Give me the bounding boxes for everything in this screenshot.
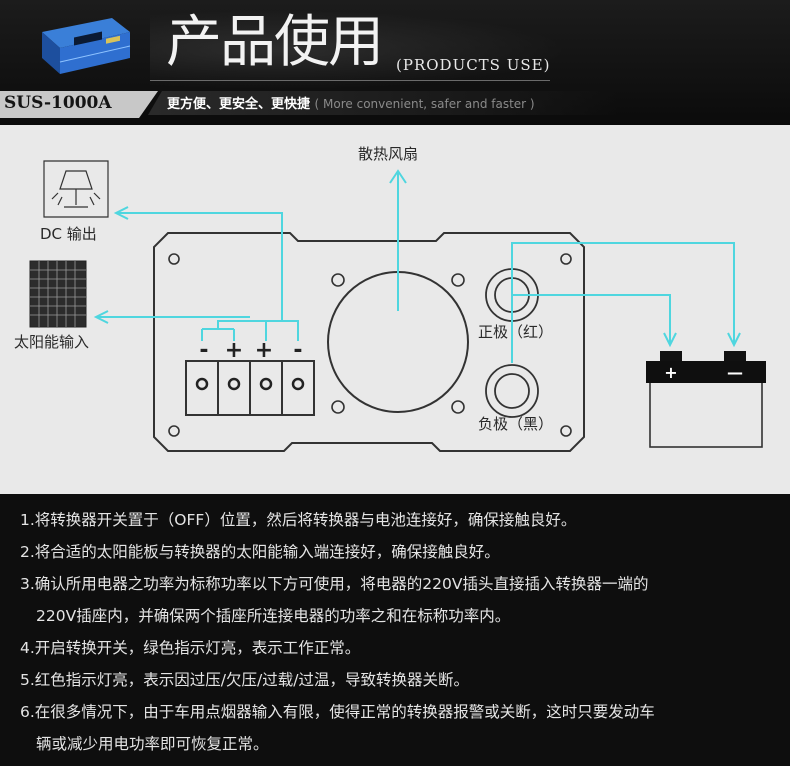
terminal-sign-3: +	[255, 338, 273, 363]
solar-input-label: 太阳能输入	[14, 331, 89, 352]
instruction-6: 6.在很多情况下，由于车用点烟器输入有限，使得正常的转换器报警或关断，这时只要发…	[20, 700, 655, 722]
slogan-chinese: 更方便、更安全、更快捷	[167, 97, 310, 112]
terminal-block	[186, 361, 314, 415]
instruction-3: 3.确认所用电器之功率为标称功率以下方可使用，将电器的220V插头直接插入转换器…	[20, 572, 648, 594]
inverter-product-image	[34, 10, 134, 80]
negative-post	[486, 365, 538, 417]
battery-positive-sign: +	[664, 363, 677, 382]
lamp-icon	[44, 161, 108, 217]
diagram-drawing: - + + - + —	[0, 125, 790, 494]
title-divider	[150, 80, 550, 81]
connection-diagram: - + + - + —	[0, 125, 790, 494]
negative-label: 负极（黑）	[478, 413, 553, 434]
fan-label: 散热风扇	[358, 143, 418, 164]
terminal-sign-2: +	[225, 338, 243, 363]
model-number: SUS-1000A	[4, 93, 112, 113]
instructions-panel: 1.将转换器开关置于（OFF）位置，然后将转换器与电池连接好，确保接触良好。 2…	[0, 494, 790, 766]
instruction-5: 5.红色指示灯亮，表示因过压/欠压/过载/过温，导致转换器关断。	[20, 668, 469, 690]
instruction-3-continued: 220V插座内，并确保两个插座所连接电器的功率之和在标称功率内。	[36, 604, 510, 626]
instruction-6-continued: 辆或减少用电功率即可恢复正常。	[36, 732, 269, 754]
slogan: 更方便、更安全、更快捷 ( More convenient, safer and…	[167, 93, 535, 112]
header-banner: 产品使用 (PRODUCTS USE) SUS-1000A 更方便、更安全、更快…	[0, 0, 790, 125]
battery-negative-sign: —	[727, 363, 743, 382]
page-title-english: (PRODUCTS USE)	[396, 56, 550, 74]
instruction-2: 2.将合适的太阳能板与转换器的太阳能输入端连接好，确保接触良好。	[20, 540, 500, 562]
wiring	[96, 171, 740, 363]
page-title: 产品使用	[166, 8, 382, 78]
solar-panel-icon	[30, 261, 86, 327]
slogan-english: ( More convenient, safer and faster )	[315, 97, 535, 111]
positive-label: 正极（红）	[478, 321, 553, 342]
terminal-sign-1: -	[199, 338, 208, 363]
terminal-sign-4: -	[293, 338, 302, 363]
terminal-signs: - + + -	[199, 338, 302, 363]
instruction-1: 1.将转换器开关置于（OFF）位置，然后将转换器与电池连接好，确保接触良好。	[20, 508, 576, 530]
instruction-4: 4.开启转换开关，绿色指示灯亮，表示工作正常。	[20, 636, 360, 658]
dc-output-label: DC 输出	[40, 223, 97, 244]
battery-icon: + —	[646, 351, 766, 447]
